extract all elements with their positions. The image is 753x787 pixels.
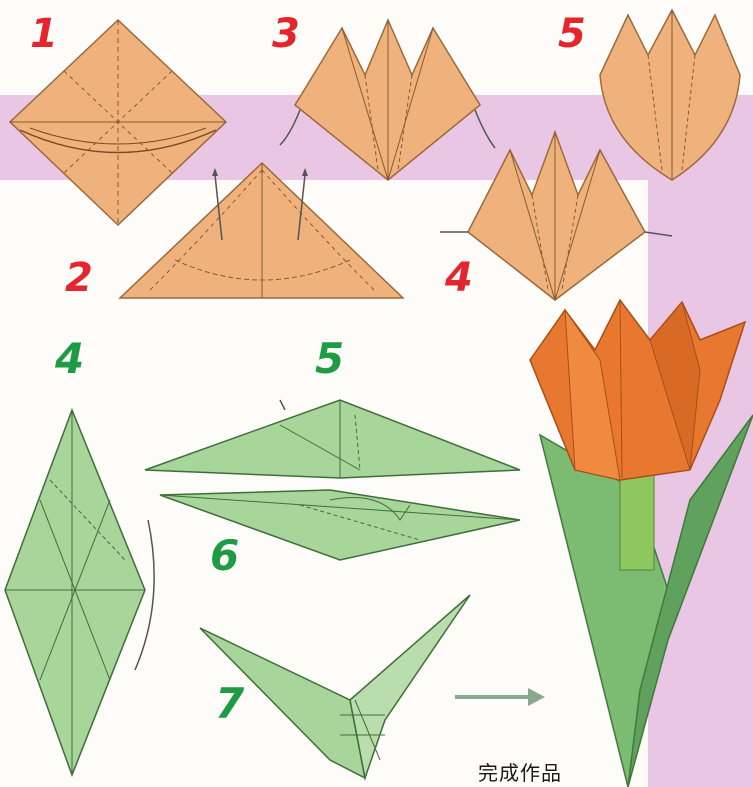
stem-step-5-number: 5 [315, 338, 344, 380]
tulip-step-3-diagram [280, 20, 495, 180]
tulip-step-1-number: 1 [30, 14, 58, 54]
next-step-arrow [455, 688, 545, 706]
tulip-step-4-diagram [440, 132, 672, 300]
finished-work-caption: 完成作品 [478, 757, 562, 786]
stem-step-5-diagram [145, 400, 520, 478]
stem-step-4-diagram [5, 410, 154, 775]
tulip-step-5-number: 5 [558, 14, 586, 54]
tulip-step-2-number: 2 [65, 258, 93, 298]
stem-step-7-number: 7 [215, 683, 244, 725]
tulip-step-4-number: 4 [445, 258, 473, 298]
stem-step-6-number: 6 [210, 535, 239, 577]
tulip-step-5-diagram [600, 10, 740, 180]
finished-tulip [530, 300, 753, 787]
tulip-step-3-number: 3 [272, 14, 300, 54]
stem-step-4-number: 4 [55, 338, 84, 380]
